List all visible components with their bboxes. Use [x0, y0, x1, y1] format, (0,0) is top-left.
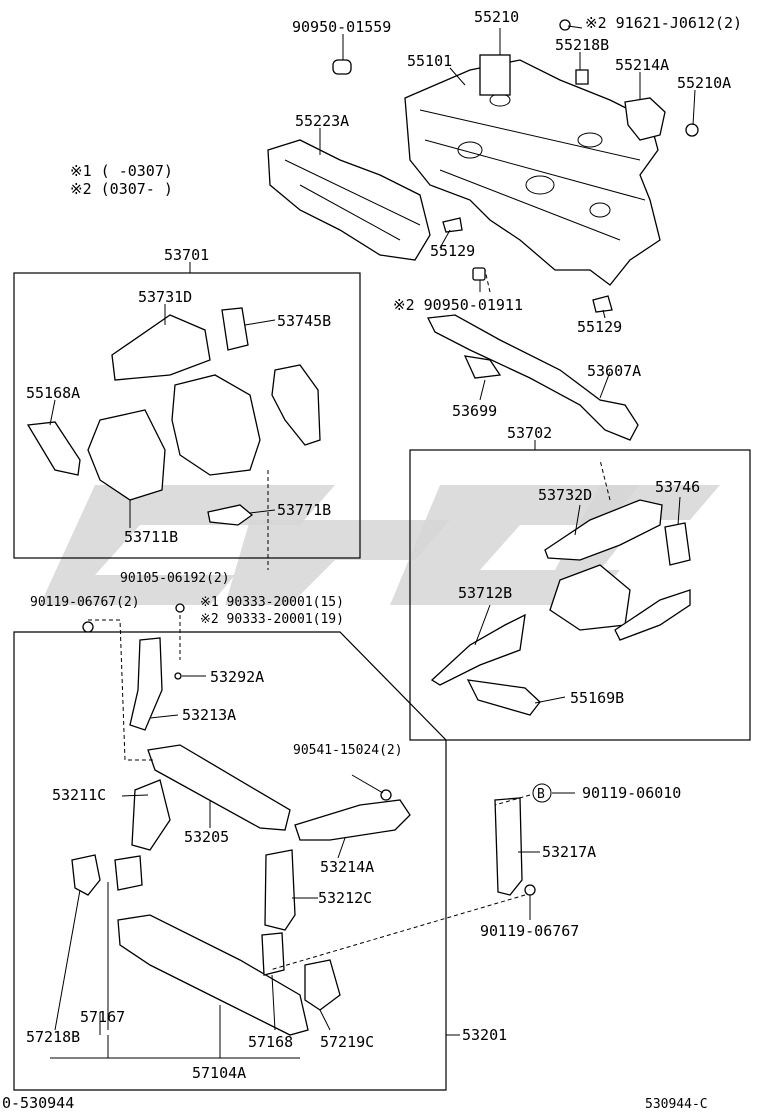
note-2: ※2 (0307- ) — [70, 180, 173, 198]
part-55129-left — [442, 217, 463, 233]
label-53702: 53702 — [507, 424, 552, 442]
assembly-box-53701 — [13, 272, 361, 559]
part-55129-right — [592, 295, 613, 313]
note-1: ※1 ( -0307) — [70, 162, 173, 180]
part-90105-06192 — [175, 603, 185, 613]
label-90950-01911: ※2 90950-01911 — [393, 296, 523, 314]
leader-lines — [49, 25, 696, 1059]
label-55101: 55101 — [407, 52, 452, 70]
label-90333-15: ※1 90333-20001(15) — [200, 595, 344, 610]
label-55218B: 55218B — [555, 36, 609, 54]
label-57218B: 57218B — [26, 1028, 80, 1046]
footer-left: 0-530944 — [2, 1094, 74, 1112]
part-53205 — [147, 744, 291, 831]
label-53217A: 53217A — [542, 843, 596, 861]
part-53746 — [664, 522, 691, 566]
label-53211C: 53211C — [52, 786, 106, 804]
label-90119-06767-2: 90119-06767(2) — [30, 595, 140, 610]
label-53731D: 53731D — [138, 288, 192, 306]
part-90950-01911 — [472, 267, 486, 281]
part-53211C — [131, 779, 171, 851]
label-55214A: 55214A — [615, 56, 669, 74]
part-53699 — [463, 355, 502, 379]
label-55129-a: 55129 — [430, 242, 475, 260]
label-90119-06767: 90119-06767 — [480, 922, 579, 940]
label-55210: 55210 — [474, 8, 519, 26]
label-57219C: 57219C — [320, 1033, 374, 1051]
dashed-lines — [88, 269, 611, 971]
label-90333-19: ※2 90333-20001(19) — [200, 612, 344, 627]
label-55129-b: 55129 — [577, 318, 622, 336]
part-55214A — [624, 97, 666, 141]
label-57167: 57167 — [80, 1008, 125, 1026]
assembly-box-53702 — [409, 449, 751, 741]
part-57168 — [261, 932, 285, 976]
part-55210 — [479, 54, 511, 96]
part-53292A — [174, 672, 182, 680]
label-57104A: 57104A — [192, 1064, 246, 1082]
label-90119-06010: 90119-06010 — [582, 784, 681, 802]
part-bracket-right — [614, 589, 691, 641]
label-55168A: 55168A — [26, 384, 80, 402]
part-57104A — [117, 914, 309, 1036]
part-53214A — [294, 799, 411, 841]
label-90105: 90105-06192(2) — [120, 571, 230, 586]
part-90119-06767-2 — [82, 621, 94, 633]
part-53217A — [494, 797, 523, 896]
callout-b-text: B — [537, 787, 545, 802]
label-53745B: 53745B — [277, 312, 331, 330]
part-55101-dash-panel — [404, 59, 661, 286]
part-55210A — [685, 123, 699, 137]
part-90541 — [380, 789, 392, 801]
label-53205: 53205 — [184, 828, 229, 846]
part-55218B — [575, 69, 589, 85]
part-53607A — [427, 314, 639, 441]
callout-b-circle — [532, 783, 552, 803]
part-57219C — [304, 959, 341, 1011]
label-91621: ※2 91621-J0612(2) — [585, 14, 742, 32]
part-55168A — [26, 421, 81, 476]
label-53292A: 53292A — [210, 668, 264, 686]
label-57168: 57168 — [248, 1033, 293, 1051]
label-55223A: 55223A — [295, 112, 349, 130]
label-55210A: 55210A — [677, 74, 731, 92]
label-53214A: 53214A — [320, 858, 374, 876]
label-53201: 53201 — [462, 1026, 507, 1044]
part-90119-06767 — [524, 884, 536, 896]
part-53711B — [87, 409, 166, 501]
part-57218B — [71, 854, 101, 896]
label-55169B: 55169B — [570, 689, 624, 707]
part-bracket-left — [271, 364, 321, 446]
label-90541: 90541-15024(2) — [293, 743, 403, 758]
part-91621 — [559, 19, 571, 31]
part-53745B — [221, 307, 249, 351]
label-53213A: 53213A — [182, 706, 236, 724]
part-labels: 90950-01559 55210 ※2 91621-J0612(2) 5521… — [26, 8, 742, 1082]
part-55223A-insulator — [267, 139, 431, 261]
label-53212C: 53212C — [318, 889, 372, 907]
label-53699: 53699 — [452, 402, 497, 420]
label-53732D: 53732D — [538, 486, 592, 504]
part-53212C — [264, 849, 296, 931]
part-55169B — [466, 679, 541, 716]
assembly-box-53201 — [13, 631, 447, 1091]
part-53213A — [129, 637, 163, 731]
part-90950-01559 — [332, 59, 352, 75]
part-53732D — [544, 499, 663, 561]
label-53701: 53701 — [164, 246, 209, 264]
part-53771B — [207, 504, 254, 526]
part-53731D — [111, 314, 211, 381]
label-53607A: 53607A — [587, 362, 641, 380]
label-90950-01559: 90950-01559 — [292, 18, 391, 36]
part-apron-left — [171, 374, 261, 476]
footer-right: 530944-C — [645, 1097, 708, 1112]
label-53771B: 53771B — [277, 501, 331, 519]
label-53746: 53746 — [655, 478, 700, 496]
label-53711B: 53711B — [124, 528, 178, 546]
label-53712B: 53712B — [458, 584, 512, 602]
part-57167 — [114, 855, 143, 891]
part-53712B — [430, 613, 526, 686]
